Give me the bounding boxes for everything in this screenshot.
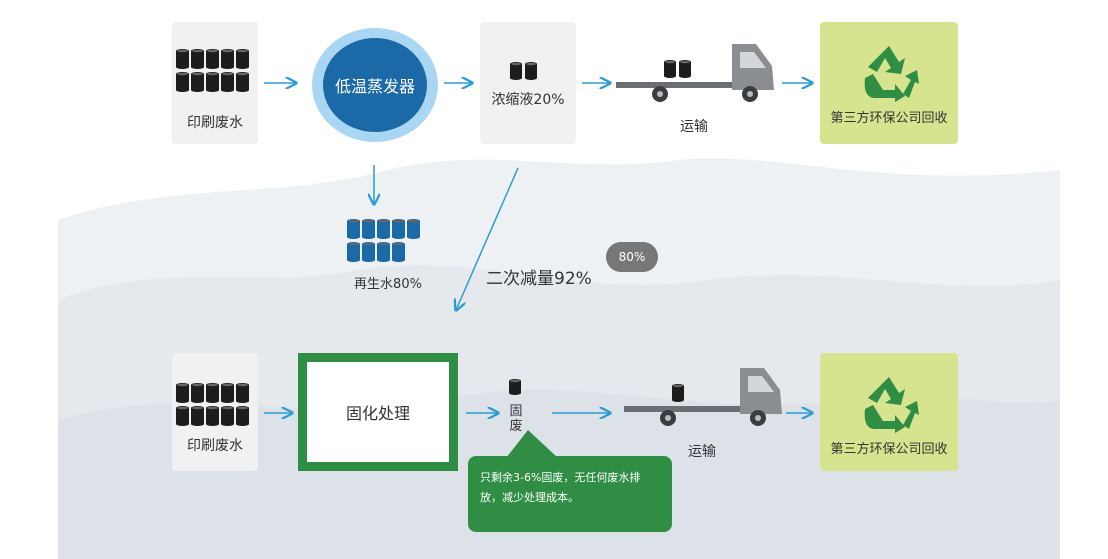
barrel-icon [236, 406, 249, 426]
barrel-icon-group [510, 62, 537, 80]
barrel-icon [191, 406, 204, 426]
barrel-icon [221, 49, 234, 69]
barrel-icon [191, 49, 204, 69]
barrel-icon [206, 49, 219, 69]
barrel-icon [221, 406, 234, 426]
barrel-icon [191, 383, 204, 403]
recycler-label: 第三方环保公司回收 [830, 442, 948, 457]
barrel-icon-group [176, 49, 249, 92]
barrel-icon [206, 406, 219, 426]
barrel-icon [176, 49, 189, 69]
concentrate-label: 浓缩液20% [491, 92, 565, 108]
barrel-icon [362, 219, 375, 239]
barrel-icon [206, 72, 219, 92]
truck-icon [624, 368, 782, 426]
evaporator-circle: 低温蒸发器 [312, 28, 438, 142]
barrel-icon [377, 242, 390, 262]
barrel-icon [206, 383, 219, 403]
barrel-icon [176, 406, 189, 426]
recycle-icon [864, 377, 919, 433]
solidification-label: 固化处理 [345, 404, 410, 423]
barrel-icon [176, 383, 189, 403]
barrel-icon [221, 72, 234, 92]
percent-badge: 80% [606, 242, 658, 272]
concentrate-box [480, 22, 576, 144]
barrel-icon [236, 383, 249, 403]
note-callout: 只剩余3-6%固废，无任何废水排放，减少处理成本。 [468, 456, 672, 532]
recycle-icon [864, 46, 919, 102]
barrel-icon [679, 60, 691, 78]
barrel-icon-group [176, 383, 249, 426]
reclaimed-water-label: 再生水80% [354, 277, 422, 292]
flow-arrow [456, 167, 519, 310]
barrel-icon [347, 219, 360, 239]
solidification-box: 固化处理 [298, 353, 458, 471]
barrel-icon [377, 219, 390, 239]
solid-waste-label-1: 固 [509, 404, 523, 419]
barrel-icon [347, 242, 360, 262]
barrel-icon [362, 242, 375, 262]
truck-bed [616, 82, 734, 88]
barrel-icon [236, 72, 249, 92]
truck-window [740, 52, 766, 68]
barrel-icon [176, 72, 189, 92]
recycler-label: 第三方环保公司回收 [830, 111, 948, 126]
transport-label: 运输 [688, 444, 716, 460]
truck-icon [616, 44, 774, 102]
truck-window [748, 376, 774, 392]
barrel-icon [525, 62, 537, 80]
barrel-icon [510, 62, 522, 80]
barrel-icon [392, 242, 405, 262]
recycler-box [820, 353, 958, 471]
truck-bed [624, 406, 742, 412]
solid-waste-label-2: 废 [509, 419, 523, 434]
source-label: 印刷废水 [187, 115, 243, 131]
barrel-icon [236, 49, 249, 69]
barrel-icon [672, 384, 684, 402]
barrel-icon [509, 379, 521, 395]
barrel-icon-group [347, 219, 420, 262]
source-label: 印刷废水 [187, 438, 243, 454]
evaporator-label: 低温蒸发器 [323, 38, 427, 132]
transport-label: 运输 [680, 119, 708, 135]
barrel-icon [392, 219, 405, 239]
callout-pointer [506, 430, 558, 458]
reduction-label: 二次减量92% [486, 269, 592, 289]
barrel-icon [664, 60, 676, 78]
recycler-box [820, 22, 958, 144]
barrel-icon [221, 383, 234, 403]
barrel-icon [191, 72, 204, 92]
barrel-icon [509, 379, 521, 395]
barrel-icon [407, 219, 420, 239]
